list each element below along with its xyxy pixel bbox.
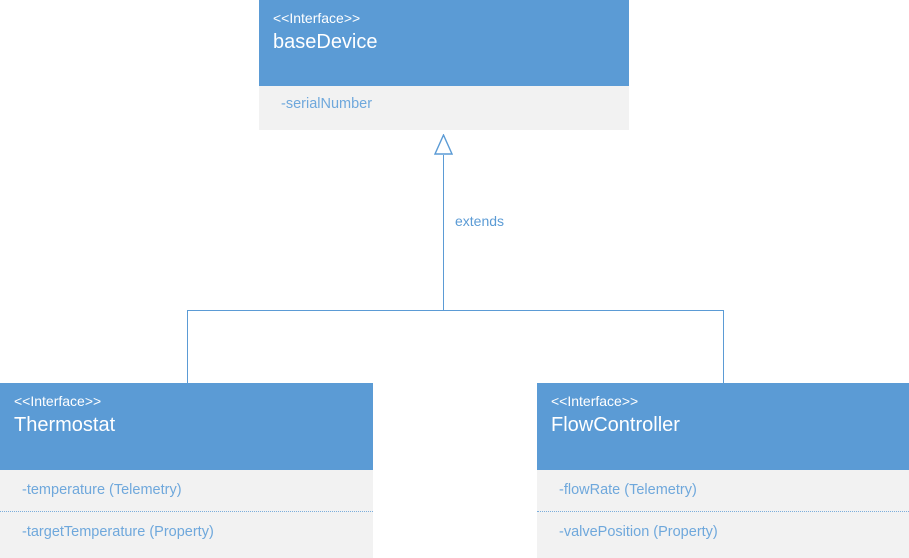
connector-drop-left xyxy=(187,310,188,384)
uml-stereotype-flowcontroller: <<Interface>> xyxy=(551,393,639,409)
uml-class-body-flowcontroller: -flowRate (Telemetry) -valvePosition (Pr… xyxy=(537,470,909,558)
uml-attribute-serialnumber: -serialNumber xyxy=(281,96,373,112)
uml-class-name-thermostat: Thermostat xyxy=(14,414,116,436)
uml-class-header-basedevice: <<Interface>> baseDevice xyxy=(259,0,629,86)
connector-stem xyxy=(443,155,444,311)
uml-class-body-thermostat: -temperature (Telemetry) -targetTemperat… xyxy=(0,470,373,558)
connector-label-extends: extends xyxy=(455,213,505,229)
generalization-triangle-icon xyxy=(434,134,453,155)
uml-class-name-flowcontroller: FlowController xyxy=(551,414,680,436)
uml-class-thermostat[interactable]: <<Interface>> Thermostat -temperature (T… xyxy=(0,383,373,558)
connector-bar xyxy=(187,310,724,311)
uml-attribute-valveposition: -valvePosition (Property) xyxy=(537,511,909,553)
uml-attribute-flowrate: -flowRate (Telemetry) xyxy=(559,482,697,498)
uml-attribute-targettemperature: -targetTemperature (Property) xyxy=(0,511,373,553)
uml-class-name-basedevice: baseDevice xyxy=(273,31,378,53)
uml-stereotype-basedevice: <<Interface>> xyxy=(273,10,361,26)
uml-class-header-thermostat: <<Interface>> Thermostat xyxy=(0,383,373,470)
uml-class-header-flowcontroller: <<Interface>> FlowController xyxy=(537,383,909,470)
uml-stereotype-thermostat: <<Interface>> xyxy=(14,393,102,409)
connector-drop-right xyxy=(723,310,724,384)
uml-class-basedevice[interactable]: <<Interface>> baseDevice -serialNumber xyxy=(259,0,629,130)
uml-attribute-temperature: -temperature (Telemetry) xyxy=(22,482,182,498)
uml-class-body-basedevice: -serialNumber xyxy=(259,86,629,130)
uml-class-flowcontroller[interactable]: <<Interface>> FlowController -flowRate (… xyxy=(537,383,909,558)
